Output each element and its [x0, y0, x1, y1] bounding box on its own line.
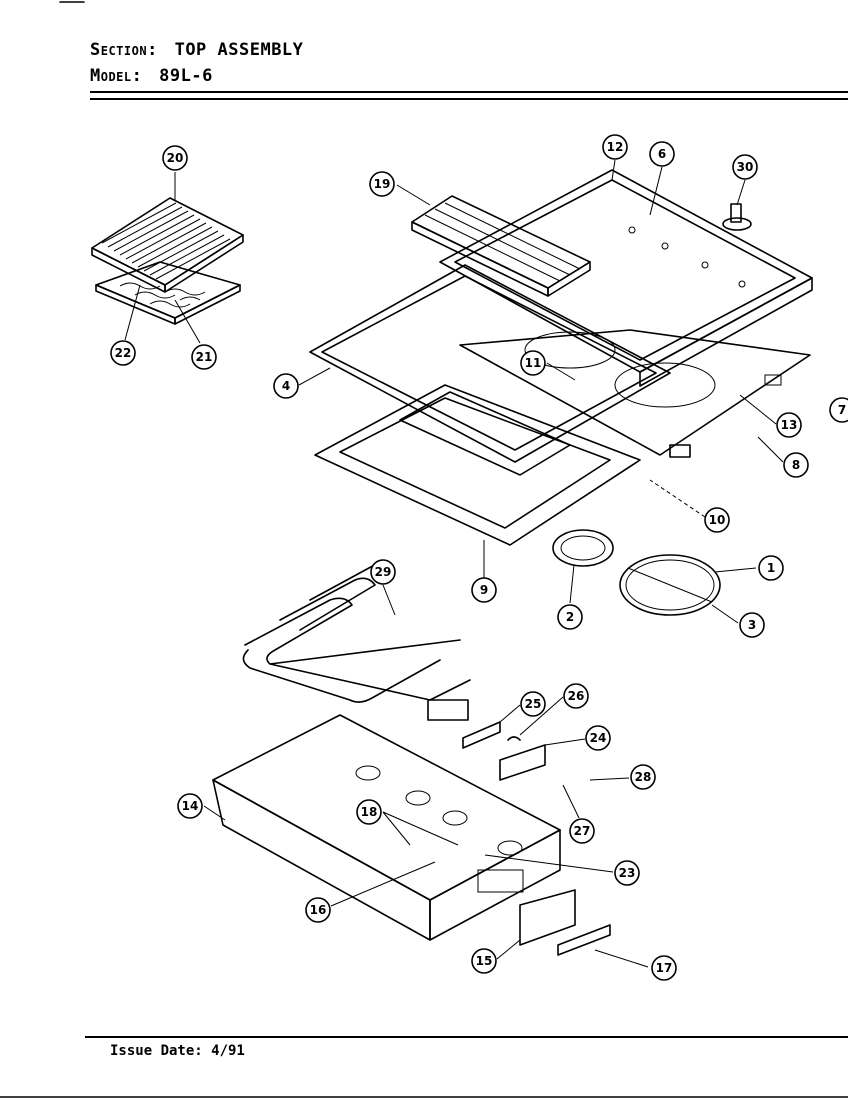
callout-6: 6: [649, 141, 675, 167]
callout-18: 18: [356, 799, 382, 825]
model-value: 89L-6: [159, 66, 213, 86]
callout-14-label: 14: [182, 799, 199, 813]
callout-19-label: 19: [374, 177, 391, 191]
callout-30-label: 30: [737, 160, 754, 174]
callout-10-label: 10: [709, 513, 726, 527]
callout-20-label: 20: [167, 151, 184, 165]
callout-29: 29: [370, 559, 396, 585]
callout-25: 25: [520, 691, 546, 717]
callout-11: 11: [520, 350, 546, 376]
callout-12-label: 12: [607, 140, 624, 154]
callout-3: 3: [739, 612, 765, 638]
callout-24-label: 24: [590, 731, 607, 745]
callout-18-label: 18: [361, 805, 378, 819]
callout-8: 8: [783, 452, 809, 478]
section-label: Section:: [90, 40, 158, 60]
control-knob: [722, 203, 752, 231]
callout-15: 15: [471, 948, 497, 974]
callout-2-label: 2: [566, 610, 574, 624]
callout-23-label: 23: [619, 866, 636, 880]
callout-10: 10: [704, 507, 730, 533]
trim-panel: [314, 384, 641, 546]
callout-4: 4: [273, 373, 299, 399]
callout-16-label: 16: [310, 903, 327, 917]
callout-21-label: 21: [196, 350, 213, 364]
callout-6-label: 6: [658, 147, 666, 161]
callout-4-label: 4: [282, 379, 290, 393]
burner-ring-large: [619, 554, 721, 616]
callout-29-label: 29: [375, 565, 392, 579]
callout-9-label: 9: [480, 583, 488, 597]
top-frame: [309, 264, 671, 463]
callout-25-label: 25: [525, 697, 542, 711]
section-line: Section: TOP ASSEMBLY: [90, 40, 303, 60]
callout-1-label: 1: [767, 561, 775, 575]
callout-12: 12: [602, 134, 628, 160]
callout-1: 1: [758, 555, 784, 581]
callout-7-label: 7: [838, 403, 846, 417]
callout-22: 22: [110, 340, 136, 366]
leader-lines: [124, 159, 784, 968]
callout-15-label: 15: [476, 954, 493, 968]
burner-box: [459, 329, 811, 458]
callout-27: 28: [630, 764, 656, 790]
switch-assembly: [519, 889, 611, 956]
callout-13: 13: [776, 412, 802, 438]
callout-24: 24: [585, 725, 611, 751]
callout-17: 17: [651, 955, 677, 981]
callout-26: 26: [563, 683, 589, 709]
callout-28-label: 27: [574, 824, 591, 838]
callout-17-label: 17: [656, 961, 673, 975]
callout-21: 21: [191, 344, 217, 370]
callout-30: 30: [732, 154, 758, 180]
callout-22-label: 22: [115, 346, 132, 360]
callout-26-label: 26: [568, 689, 585, 703]
callout-13-label: 13: [781, 418, 798, 432]
model-label: Model:: [90, 66, 143, 86]
heating-element: [242, 561, 471, 721]
callout-3-label: 3: [748, 618, 756, 632]
callout-14: 14: [177, 793, 203, 819]
model-line: Model: 89L-6: [90, 66, 213, 86]
callout-9: 9: [471, 577, 497, 603]
callout-2: 2: [557, 604, 583, 630]
callout-28: 27: [569, 818, 595, 844]
filter-pad: [95, 261, 241, 325]
grill-pan: [212, 714, 561, 941]
terminal-block: [462, 721, 546, 781]
issue-date: Issue Date: 4/91: [110, 1043, 245, 1059]
callout-7: 7: [829, 397, 848, 423]
cooktop-top: [439, 169, 813, 387]
callout-11-label: 11: [525, 356, 542, 370]
grill-cover: [411, 195, 591, 297]
burner-ring-small: [552, 529, 614, 567]
callout-20: 20: [162, 145, 188, 171]
callout-16: 16: [305, 897, 331, 923]
section-value: TOP ASSEMBLY: [174, 40, 304, 60]
callout-27-label: 28: [635, 770, 652, 784]
callout-8-label: 8: [792, 458, 800, 472]
callout-19: 19: [369, 171, 395, 197]
grill-grate: [91, 197, 244, 293]
callout-23: 23: [614, 860, 640, 886]
